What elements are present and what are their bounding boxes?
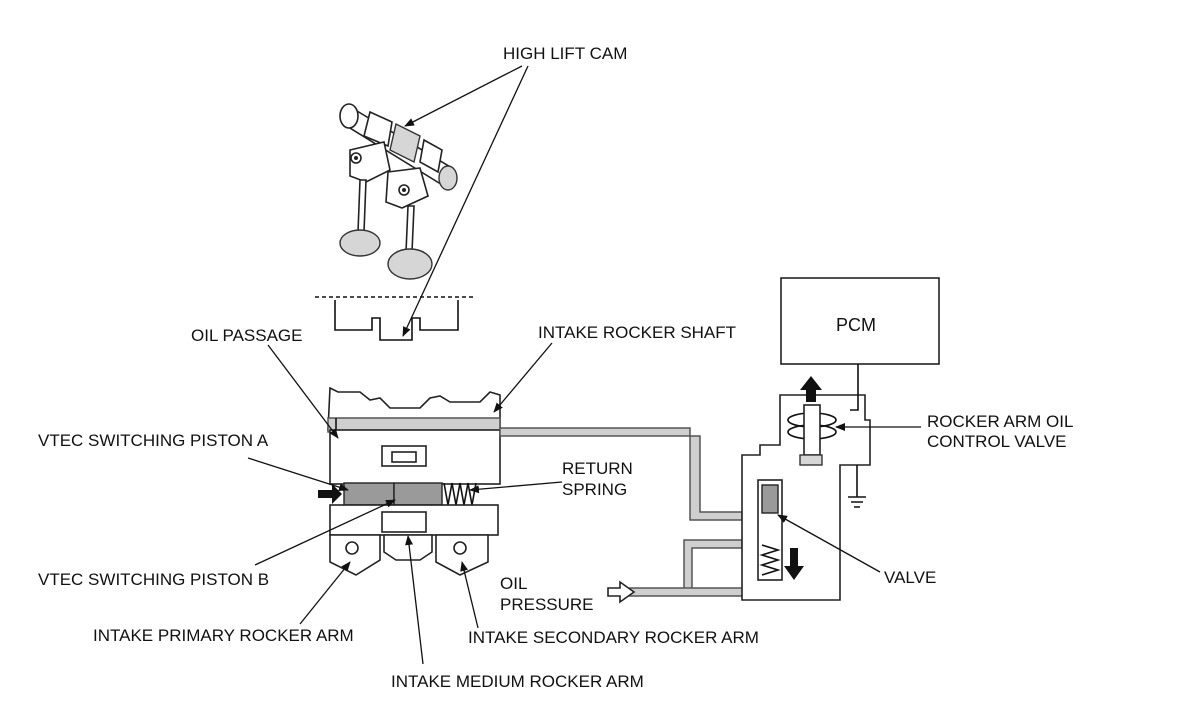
label-return-spring-1: RETURN: [562, 459, 633, 478]
label-valve: VALVE: [884, 568, 936, 587]
label-pcm: PCM: [836, 315, 876, 335]
camshaft-illustration: [339, 103, 458, 280]
label-intake-primary: INTAKE PRIMARY ROCKER ARM: [93, 626, 354, 645]
label-rocker-arm-oil-1: ROCKER ARM OIL: [927, 412, 1073, 431]
label-rocker-arm-oil-2: CONTROL VALVE: [927, 432, 1067, 451]
label-intake-secondary: INTAKE SECONDARY ROCKER ARM: [468, 628, 759, 647]
label-oil-pressure-1: OIL: [500, 574, 527, 593]
label-oil-pressure-2: PRESSURE: [500, 595, 594, 614]
cylinder-head-section: [315, 296, 475, 341]
label-vtec-piston-b: VTEC SWITCHING PISTON B: [38, 570, 269, 589]
label-vtec-piston-a: VTEC SWITCHING PISTON A: [38, 431, 269, 450]
label-intake-medium: INTAKE MEDIUM ROCKER ARM: [391, 672, 644, 691]
label-intake-rocker-shaft: INTAKE ROCKER SHAFT: [538, 323, 736, 342]
leader-lines: [247, 65, 921, 665]
pcm-box: [780, 277, 940, 411]
labels: HIGH LIFT CAM OIL PASSAGE INTAKE ROCKER …: [38, 44, 1073, 691]
label-oil-passage: OIL PASSAGE: [191, 326, 303, 345]
label-high-lift-cam: HIGH LIFT CAM: [503, 44, 627, 63]
rocker-assembly: [318, 386, 501, 576]
label-return-spring-2: SPRING: [562, 480, 627, 499]
